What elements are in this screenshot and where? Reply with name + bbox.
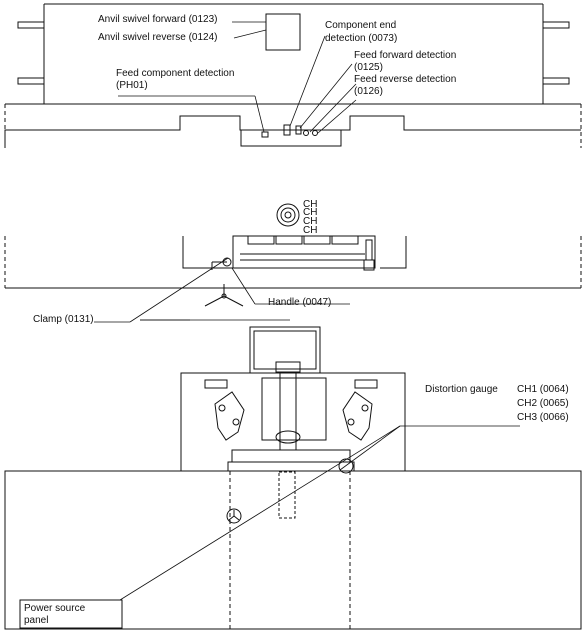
label-component-end-2: detection (0073): [325, 33, 397, 45]
label-anvil-swivel-reverse: Anvil swivel reverse (0124): [98, 32, 218, 44]
label-clamp: Clamp (0131): [33, 314, 94, 326]
label-handle: Handle (0047): [268, 297, 331, 309]
label-ch-4: CH: [303, 225, 317, 237]
label-distortion-gauge: Distortion gauge: [425, 384, 498, 396]
label-anvil-swivel-forward: Anvil swivel forward (0123): [98, 14, 218, 26]
label-ch1: CH1 (0064): [517, 384, 569, 396]
front-view: [5, 327, 581, 629]
label-feed-component-1: Feed component detection: [116, 68, 234, 80]
top-view: [5, 4, 581, 148]
label-feed-reverse-1: Feed reverse detection: [354, 74, 456, 86]
label-feed-reverse-2: (0126): [354, 86, 383, 98]
label-component-end-1: Component end: [325, 20, 396, 32]
label-ch3: CH3 (0066): [517, 412, 569, 424]
label-feed-forward-2: (0125): [354, 62, 383, 74]
label-power-source-1: Power source: [24, 603, 85, 615]
label-ch2: CH2 (0065): [517, 398, 569, 410]
label-feed-forward-1: Feed forward detection: [354, 50, 456, 62]
label-power-source-2: panel: [24, 615, 48, 627]
label-feed-component-2: (PH01): [116, 80, 148, 92]
